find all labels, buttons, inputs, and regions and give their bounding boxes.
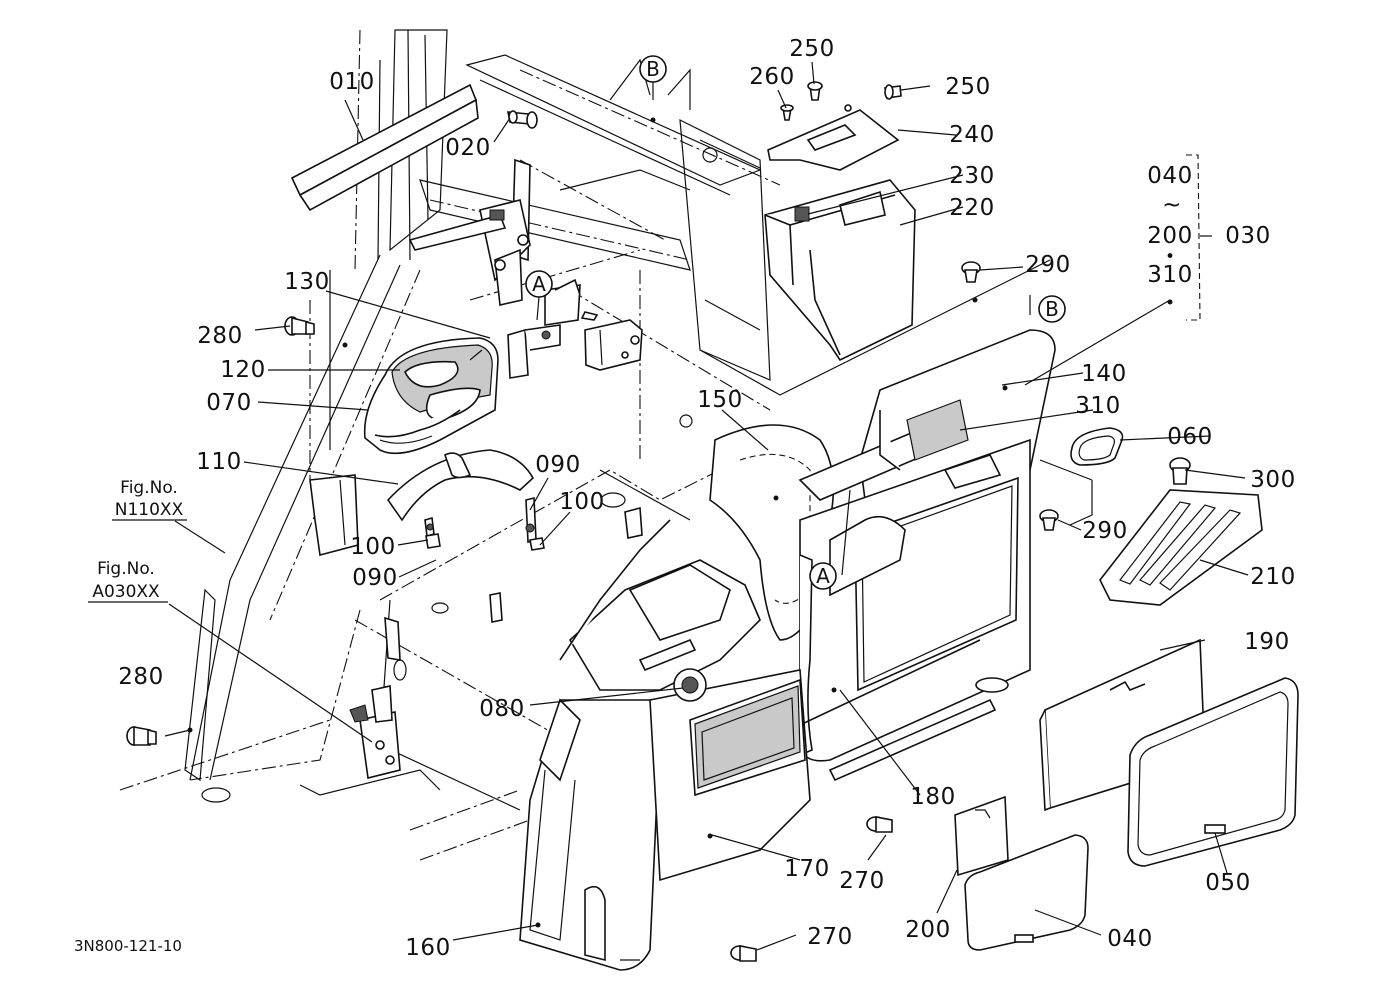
marker-b-right: B bbox=[1029, 295, 1066, 323]
label-020: 020 bbox=[445, 135, 490, 161]
fastener-group-upper bbox=[424, 496, 545, 551]
label-100-lower: 100 bbox=[350, 534, 395, 560]
label-190: 190 bbox=[1244, 629, 1289, 655]
label-set-200: 200 bbox=[1147, 223, 1192, 249]
marker-b-right-label: B bbox=[1045, 297, 1059, 321]
label-230: 230 bbox=[949, 163, 994, 189]
label-310: 310 bbox=[1075, 393, 1120, 419]
part-270-bolt-lower bbox=[730, 945, 757, 962]
label-060: 060 bbox=[1167, 424, 1212, 450]
part-060-grommet bbox=[1070, 427, 1124, 466]
label-280-lower: 280 bbox=[118, 664, 163, 690]
label-110: 110 bbox=[196, 449, 241, 475]
label-ref1-code: N110XX bbox=[115, 500, 184, 520]
label-210: 210 bbox=[1250, 564, 1295, 590]
label-290-lower: 290 bbox=[1082, 518, 1127, 544]
part-020-bolt bbox=[507, 110, 538, 129]
label-080: 080 bbox=[479, 696, 524, 722]
part-070-console-cover bbox=[363, 337, 499, 455]
label-ref1-fig: Fig.No. bbox=[120, 478, 178, 498]
part-160-front-panel bbox=[519, 698, 661, 971]
part-210-step-plate bbox=[1099, 489, 1263, 606]
part-290-clip-lower bbox=[1039, 509, 1059, 531]
label-040: 040 bbox=[1107, 926, 1152, 952]
part-260-screw bbox=[780, 104, 794, 121]
part-200-pad-small bbox=[954, 795, 1009, 877]
drawing-code: 3N800-121-10 bbox=[74, 937, 182, 955]
part-labels: 010 020 250 260 250 240 230 220 040 ~ 20… bbox=[74, 36, 1295, 961]
label-ref2-code: A030XX bbox=[92, 582, 160, 602]
label-set-310: 310 bbox=[1147, 262, 1192, 288]
label-130: 130 bbox=[284, 269, 329, 295]
set-030-bracket bbox=[1186, 154, 1212, 321]
label-200: 200 bbox=[905, 917, 950, 943]
marker-a-panel: A bbox=[809, 489, 851, 590]
label-090-upper: 090 bbox=[535, 452, 580, 478]
leader-lines bbox=[164, 61, 1249, 951]
label-290-top: 290 bbox=[1025, 252, 1070, 278]
label-150: 150 bbox=[697, 387, 742, 413]
lever-bracket-assembly bbox=[408, 158, 643, 379]
label-070: 070 bbox=[206, 390, 251, 416]
label-100-upper: 100 bbox=[559, 489, 604, 515]
part-220-box-cover bbox=[764, 179, 916, 362]
label-250-top: 250 bbox=[789, 36, 834, 62]
marker-b-top: B bbox=[639, 55, 667, 100]
label-280-top: 280 bbox=[197, 323, 242, 349]
label-set-dot: • bbox=[1165, 247, 1175, 267]
label-120: 120 bbox=[220, 357, 265, 383]
label-050: 050 bbox=[1205, 870, 1250, 896]
part-050-window-cover bbox=[1127, 677, 1299, 867]
label-030: 030 bbox=[1225, 223, 1270, 249]
label-170: 170 bbox=[784, 856, 829, 882]
part-040-cover-small bbox=[964, 834, 1089, 951]
label-270-lower: 270 bbox=[807, 924, 852, 950]
part-240-bracket-plate bbox=[767, 104, 900, 171]
part-250-screws bbox=[807, 81, 902, 101]
part-170-side-panel bbox=[649, 669, 811, 882]
part-290-clip-upper bbox=[961, 261, 981, 283]
label-010: 010 bbox=[329, 69, 374, 95]
part-280-bolt-lower bbox=[126, 726, 157, 746]
lower-left-bracket bbox=[309, 474, 643, 779]
part-180-rear-panel bbox=[798, 329, 1056, 782]
part-010-angle-bar bbox=[290, 83, 479, 212]
marker-a-panel-label: A bbox=[816, 564, 830, 588]
part-230-clip bbox=[794, 206, 810, 222]
label-090-lower: 090 bbox=[352, 565, 397, 591]
part-300-bolt bbox=[1169, 457, 1191, 485]
label-240: 240 bbox=[949, 122, 994, 148]
part-270-bolt-upper bbox=[866, 816, 893, 833]
label-140: 140 bbox=[1081, 361, 1126, 387]
label-220: 220 bbox=[949, 195, 994, 221]
label-set-tilde: ~ bbox=[1162, 192, 1182, 218]
label-set-040: 040 bbox=[1147, 163, 1192, 189]
label-270-upper: 270 bbox=[839, 868, 884, 894]
floor-plate-center bbox=[559, 519, 761, 702]
label-160: 160 bbox=[405, 935, 450, 961]
label-ref2-fig: Fig.No. bbox=[97, 559, 155, 579]
label-300: 300 bbox=[1250, 467, 1295, 493]
part-110-cover-plate bbox=[386, 449, 535, 522]
marker-a-top-label: A bbox=[532, 272, 546, 296]
label-250-right: 250 bbox=[945, 74, 990, 100]
label-260: 260 bbox=[749, 64, 794, 90]
reference-dots bbox=[187, 117, 1173, 928]
label-180: 180 bbox=[910, 784, 955, 810]
marker-a-top: A bbox=[525, 270, 553, 321]
marker-b-top-label: B bbox=[646, 57, 660, 81]
